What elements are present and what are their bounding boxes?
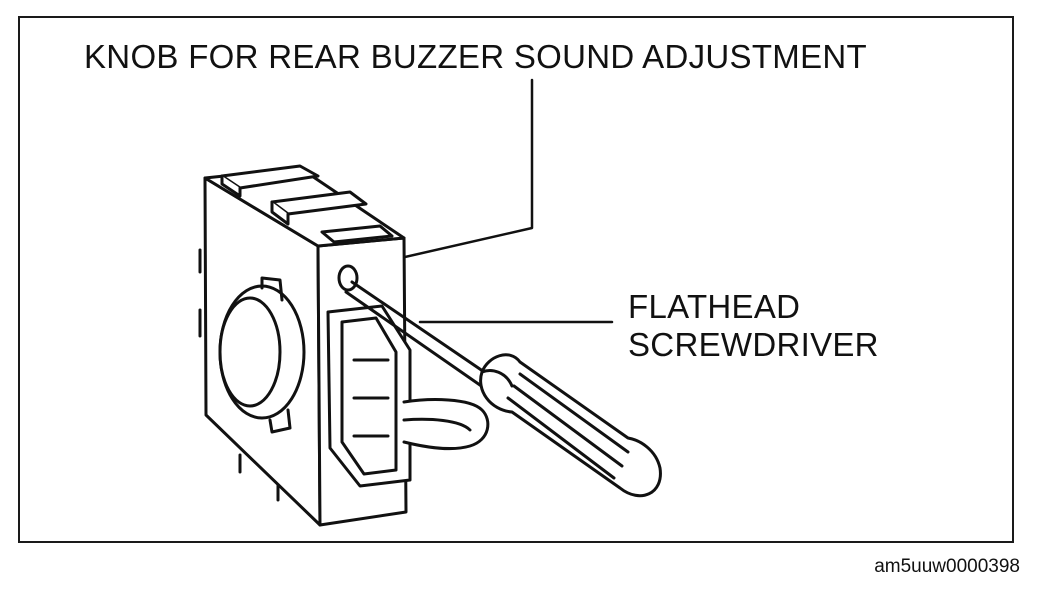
knob-leader-line	[346, 78, 534, 272]
screwdriver-callout-label-line1: FLATHEAD	[628, 288, 801, 325]
top-tab	[270, 200, 290, 226]
screwdriver-shaft	[350, 280, 498, 382]
top-tab	[220, 174, 242, 198]
figure-id: am5uuw0000398	[874, 556, 1020, 577]
connector	[326, 304, 412, 488]
wire-harness	[402, 398, 490, 451]
figure-frame	[18, 16, 1014, 543]
top-tab	[320, 224, 394, 244]
adjustment-knob	[337, 264, 359, 292]
screwdriver-handle	[479, 353, 662, 498]
knob-callout-label: KNOB FOR REAR BUZZER SOUND ADJUSTMENT	[84, 38, 867, 75]
screwdriver-callout-label-line2: SCREWDRIVER	[628, 326, 879, 363]
